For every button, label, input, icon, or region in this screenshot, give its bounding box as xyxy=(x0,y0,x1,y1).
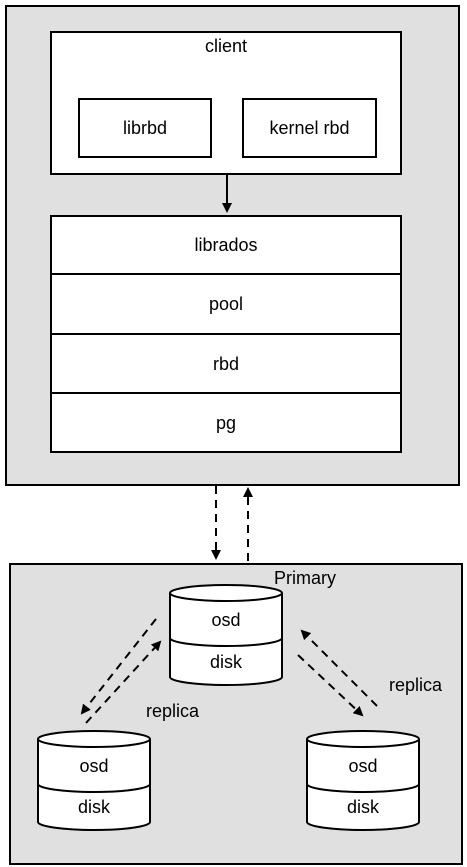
primary-disk-label: disk xyxy=(210,652,243,672)
left-disk-label: disk xyxy=(78,797,111,817)
right-osd-label: osd xyxy=(348,756,377,776)
replica-label-left: replica xyxy=(146,701,200,721)
primary-to-right-arrow xyxy=(297,654,364,717)
kernel-rbd-label: kernel rbd xyxy=(269,118,350,138)
replica-label-right: replica xyxy=(389,675,443,695)
librbd-label: librbd xyxy=(122,118,168,138)
right-disk-label: disk xyxy=(347,797,380,817)
rbd-label: rbd xyxy=(212,353,239,374)
kernel-rbd-box: kernel rbd xyxy=(242,98,377,158)
librbd-box: librbd xyxy=(78,98,212,158)
left-osd-label: osd xyxy=(79,756,108,776)
left-to-primary-arrow xyxy=(85,640,162,724)
pool-layer: pool xyxy=(50,273,402,335)
primary-osd-label: osd xyxy=(211,610,240,630)
pool-label: pool xyxy=(208,294,244,314)
primary-label: Primary xyxy=(274,568,336,588)
librados-label: librados xyxy=(194,235,258,255)
primary-osd-cylinder xyxy=(169,584,283,686)
client-label: client xyxy=(204,36,248,56)
pg-label: pg xyxy=(215,412,237,433)
right-replica-cylinder xyxy=(306,730,420,831)
primary-to-left-arrow xyxy=(80,618,157,715)
pg-layer: pg xyxy=(50,392,402,453)
left-replica-cylinder xyxy=(37,730,151,831)
rbd-layer: rbd xyxy=(50,333,402,394)
right-to-primary-arrow xyxy=(300,629,378,707)
